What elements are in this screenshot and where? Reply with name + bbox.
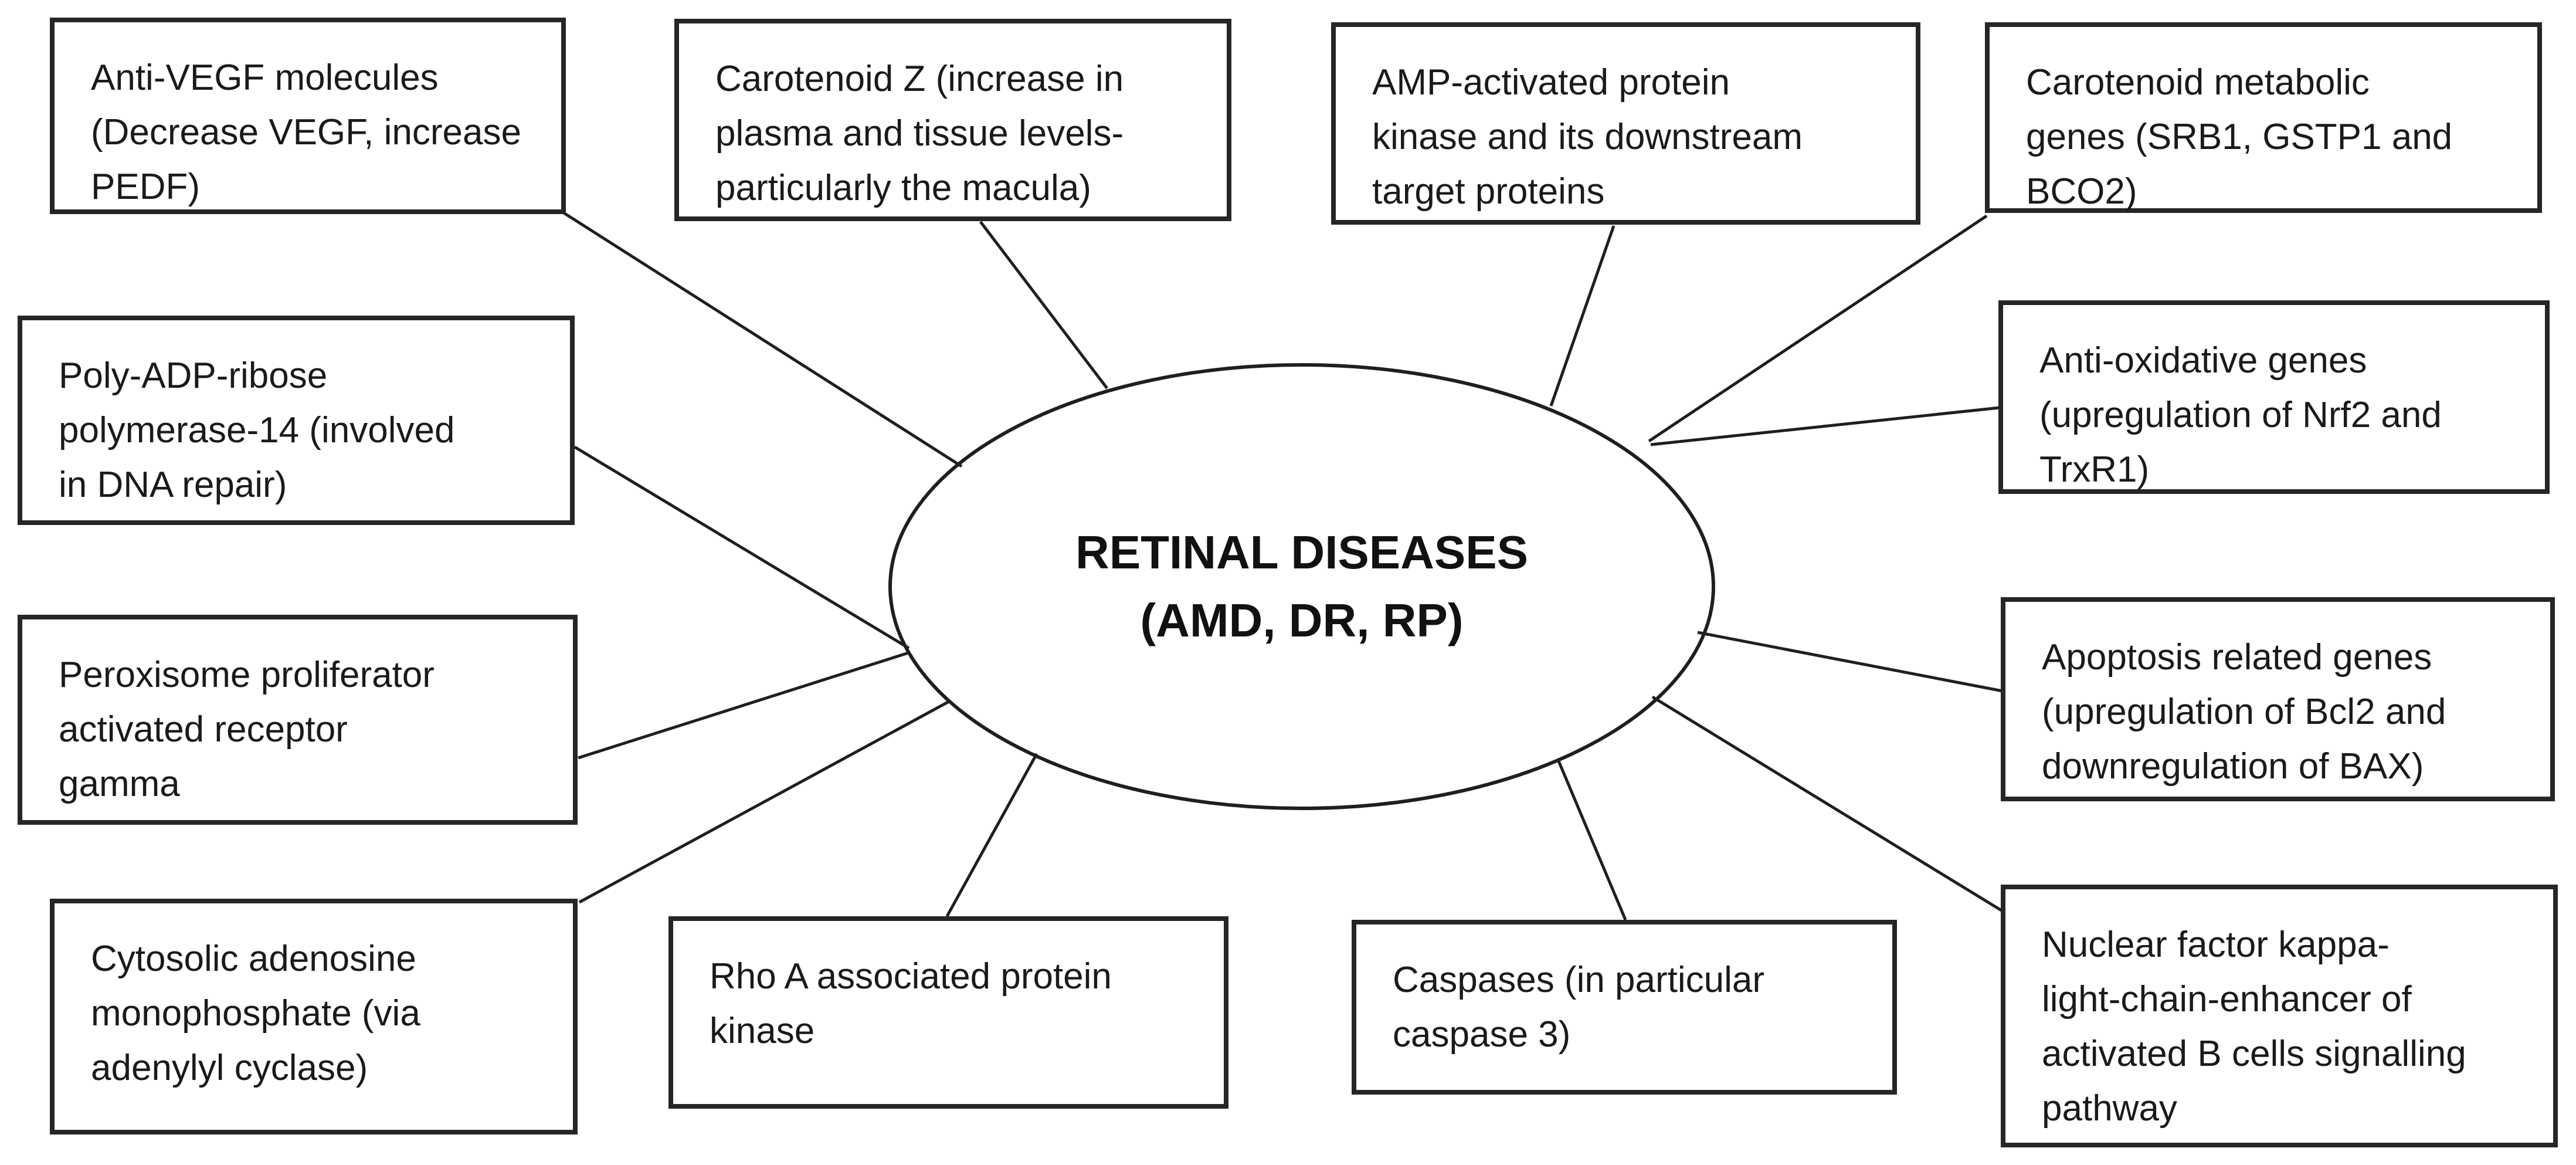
node-text-line: kinase and its downstream (1372, 117, 1803, 157)
node-text-line: Rho A associated protein (710, 956, 1112, 997)
connector-anti-oxidative-genes (1650, 406, 2000, 446)
node-text-line: genes (SRB1, GSTP1 and (2026, 117, 2453, 157)
node-text-line: adenylyl cyclase) (91, 1048, 368, 1088)
node-text-line: (Decrease VEGF, increase (91, 112, 521, 153)
node-text-line: Anti-VEGF molecules (91, 57, 439, 98)
node-text-line: (upregulation of Bcl2 and (2042, 692, 2446, 732)
node-parp-14: Poly-ADP-ribose polymerase-14 (involved in… (18, 316, 575, 525)
node-anti-oxidative-genes: Anti-oxidative genes (upregulation of Nrf… (1998, 300, 2550, 494)
node-text-line: target proteins (1372, 171, 1605, 212)
node-text-line: Nuclear factor kappa- (2042, 924, 2390, 965)
connector-rho-a-kinase (945, 753, 1038, 917)
connector-carotenoid-z (979, 221, 1108, 390)
center-ellipse (888, 363, 1715, 810)
connector-caspases (1556, 759, 1627, 920)
node-text-line: AMP-activated protein (1372, 62, 1730, 103)
connector-anti-vegf (562, 211, 963, 468)
node-text-line: Peroxisome proliferator (59, 655, 435, 695)
node-text-line: (upregulation of Nrf2 and (2039, 395, 2442, 435)
connector-ampk (1549, 225, 1615, 407)
node-text-line: TrxR1) (2039, 449, 2150, 490)
node-text-line: Anti-oxidative genes (2039, 340, 2367, 381)
node-text-line: BCO2) (2026, 171, 2137, 212)
center-title-line2: (AMD, DR, RP) (1140, 594, 1464, 646)
node-text-line: light-chain-enhancer of (2042, 979, 2412, 1020)
node-text-line: monophosphate (via (91, 993, 420, 1034)
connector-carotenoid-genes (1648, 214, 1988, 443)
node-rho-a-protein-kinase: Rho A associated protein kinase (668, 916, 1228, 1109)
connector-ppar-gamma (578, 651, 911, 760)
connector-apoptosis-genes (1697, 631, 2003, 693)
node-caspases: Caspases (in particular caspase 3) (1352, 920, 1897, 1095)
node-text-line: pathway (2042, 1088, 2177, 1129)
node-text-line: in DNA repair) (59, 465, 287, 505)
node-text-line: downregulation of BAX) (2042, 746, 2424, 787)
node-text-line: plasma and tissue levels- (715, 113, 1124, 154)
node-text-line: activated B cells signalling (2042, 1034, 2466, 1074)
connector-nf-kb-pathway (1651, 695, 2005, 914)
center-title-line1: RETINAL DISEASES (1075, 526, 1528, 578)
node-text-line: Carotenoid metabolic (2026, 62, 2370, 103)
node-text-line: Poly-ADP-ribose (59, 355, 328, 396)
connector-cytosolic-amp (578, 699, 951, 904)
connector-parp-14 (573, 445, 910, 650)
node-anti-vegf-molecules: Anti-VEGF molecules (Decrease VEGF, incre… (50, 18, 566, 214)
node-text-line: PEDF) (91, 167, 200, 207)
node-amp-activated-kinase: AMP-activated protein kinase and its down… (1331, 22, 1920, 225)
node-text-line: Carotenoid Z (increase in (715, 59, 1124, 99)
node-apoptosis-related-genes: Apoptosis related genes (upregulation of … (2001, 597, 2555, 801)
node-carotenoid-metabolic-genes: Carotenoid metabolic genes (SRB1, GSTP1 a… (1985, 22, 2542, 213)
node-text-line: polymerase-14 (involved (59, 410, 455, 451)
node-text-line: Apoptosis related genes (2042, 637, 2432, 678)
node-nf-kb-signalling-pathway: Nuclear factor kappa-light-chain-enhance… (2001, 885, 2558, 1147)
center-title: RETINAL DISEASES (AMD, DR, RP) (891, 365, 1712, 808)
node-text-line: gamma (59, 764, 180, 804)
node-text-line: kinase (710, 1011, 815, 1051)
node-text-line: caspase 3) (1393, 1014, 1571, 1055)
node-cytosolic-amp: Cytosolic adenosine monophosphate (via ade… (50, 899, 578, 1134)
node-text-line: Caspases (in particular (1393, 960, 1765, 1000)
node-ppar-gamma: Peroxisome proliferator activated recepto… (18, 615, 578, 825)
node-text-line: particularly the macula) (715, 168, 1091, 208)
node-carotenoid-z: Carotenoid Z (increase in plasma and tiss… (674, 19, 1231, 221)
node-text-line: activated receptor (59, 709, 348, 750)
node-text-line: Cytosolic adenosine (91, 939, 416, 979)
